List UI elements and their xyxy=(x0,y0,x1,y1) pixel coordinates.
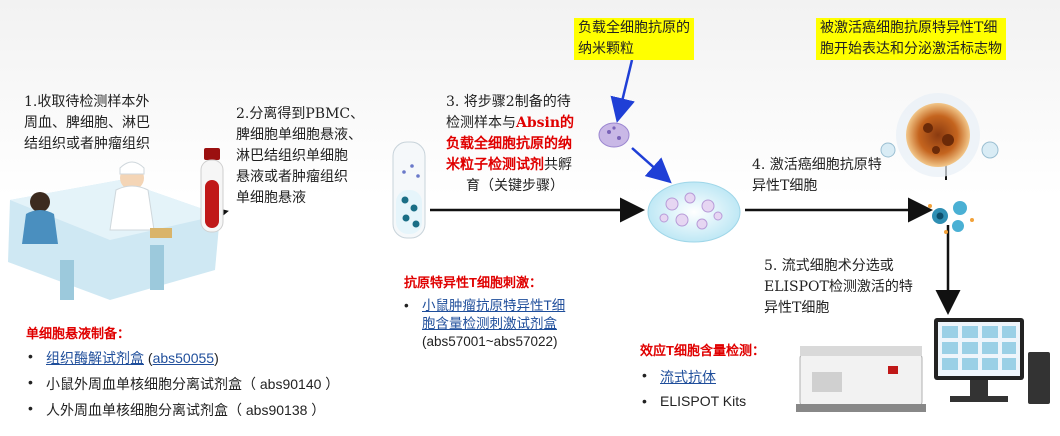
step3-brand: Absin的 xyxy=(516,115,575,131)
step3-line-part: 共孵 xyxy=(544,157,572,173)
step5-text: 5. 流式细胞术分选或 ELISPOT检测激活的特 异性T细胞 xyxy=(764,256,913,319)
abs50055-link[interactable]: abs50055 xyxy=(152,350,215,366)
step1-line: 1.收取待检测样本外 xyxy=(24,94,150,110)
flow-cytometer-icon xyxy=(796,318,1050,412)
step3-line: 3. 将步骤2制备的待 xyxy=(446,94,571,110)
list-item: 小鼠外周血单核细胞分离试剂盒（ abs90140 ） xyxy=(26,374,339,394)
callout-line: 胞开始表达和分泌激活标志物 xyxy=(820,41,1002,57)
arrow-nanoparticle xyxy=(610,59,635,123)
list-item: 组织酶解试剂盒 (abs50055) xyxy=(26,348,339,368)
step4-text: 4. 激活癌细胞抗原特 异性T细胞 xyxy=(752,155,882,197)
stimulation-kit-catalog: (abs57001~abs57022) xyxy=(422,334,558,349)
list-item-text: 小鼠外周血单核细胞分离试剂盒（ abs90140 ） xyxy=(46,376,340,392)
sample-collection-illustration xyxy=(8,161,220,300)
step2-line: 淋巴结组织单细胞 xyxy=(236,148,348,164)
stimulation-kit-link[interactable]: 小鼠肿瘤抗原特异性T细 xyxy=(422,298,566,313)
blood-tube-icon xyxy=(200,148,224,233)
cell-suspension-tube-icon xyxy=(392,141,426,239)
activation-callout: 被激活癌细胞抗原特异性T细 胞开始表达和分泌激活标志物 xyxy=(816,18,1006,60)
stimulation-item: • 小鼠肿瘤抗原特异性T细 胞含量检测刺激试剂盒 (abs57001~abs57… xyxy=(404,298,566,349)
step1-text: 1.收取待检测样本外 周血、脾细胞、淋巴 结组织或者肿瘤组织 xyxy=(24,92,150,155)
step4-line: 异性T细胞 xyxy=(752,178,818,194)
callout-line: 负载全细胞抗原的 xyxy=(578,20,690,36)
step2-text: 2.分离得到PBMC、 脾细胞单细胞悬液、 淋巴结组织单细胞 悬液或者肿瘤组织 … xyxy=(236,104,364,209)
list-item: 人外周血单核细胞分离试剂盒（ abs90138 ） xyxy=(26,400,339,420)
step3-line-part: 检测样本与 xyxy=(446,115,516,131)
step1-line: 结组织或者肿瘤组织 xyxy=(24,136,150,152)
callout-line: 纳米颗粒 xyxy=(578,41,634,57)
cancer-cell-icon xyxy=(880,93,999,177)
step3-reagent-line: 负载全细胞抗原的纳 xyxy=(446,136,572,152)
step5-line: 异性T细胞 xyxy=(764,300,830,316)
arrow-nanoparticle-to-dish xyxy=(631,147,672,184)
stimulation-section: 抗原特异性T细胞刺激： • 小鼠肿瘤抗原特异性T细 胞含量检测刺激试剂盒 (ab… xyxy=(404,272,565,351)
section-title: 效应T细胞含量检测： xyxy=(640,343,765,358)
tissue-digestion-kit-link[interactable]: 组织酶解试剂盒 xyxy=(46,350,144,366)
step3-line: 检测样本与Absin的 xyxy=(446,113,574,134)
nanoparticle-icon xyxy=(598,122,630,148)
callout-line: 被激活癌细胞抗原特异性T细 xyxy=(820,20,998,36)
step3-line: 米粒子检测试剂共孵 xyxy=(446,155,574,176)
section-title: 单细胞悬液制备： xyxy=(26,326,131,341)
detection-section: 效应T细胞含量检测： 流式抗体 ELISPOT Kits xyxy=(640,340,765,415)
flow-antibody-link[interactable]: 流式抗体 xyxy=(660,369,716,385)
list-item: 流式抗体 xyxy=(640,367,765,387)
step3-text: 3. 将步骤2制备的待 检测样本与Absin的 负载全细胞抗原的纳 米粒子检测试… xyxy=(446,92,574,197)
list-item: ELISPOT Kits xyxy=(640,393,765,409)
culture-dish-icon xyxy=(647,181,741,243)
step3-line: 育（关键步骤） xyxy=(466,178,564,194)
step5-line: ELISPOT检测激活的特 xyxy=(764,279,913,295)
stimulation-kit-link[interactable]: 胞含量检测刺激试剂盒 xyxy=(422,316,557,331)
activated-t-cells-icon xyxy=(928,201,974,234)
list-item-text: 人外周血单核细胞分离试剂盒（ abs90138 ） xyxy=(46,402,326,418)
step3-reagent-line: 米粒子检测试剂 xyxy=(446,157,544,173)
step2-line: 悬液或者肿瘤组织 xyxy=(236,169,348,185)
list-item-text: ELISPOT Kits xyxy=(660,393,747,409)
step2-line: 2.分离得到PBMC、 xyxy=(236,106,365,122)
step4-line: 4. 激活癌细胞抗原特 xyxy=(752,157,882,173)
nanoparticle-callout: 负载全细胞抗原的 纳米颗粒 xyxy=(574,18,694,60)
step2-line: 脾细胞单细胞悬液、 xyxy=(236,127,362,143)
step5-line: 5. 流式细胞术分选或 xyxy=(764,258,894,274)
step2-line: 单细胞悬液 xyxy=(236,190,306,206)
step1-line: 周血、脾细胞、淋巴 xyxy=(24,115,150,131)
section-title: 抗原特异性T细胞刺激： xyxy=(404,275,542,290)
single-cell-prep-section: 单细胞悬液制备： 组织酶解试剂盒 (abs50055) 小鼠外周血单核细胞分离试… xyxy=(26,323,339,426)
